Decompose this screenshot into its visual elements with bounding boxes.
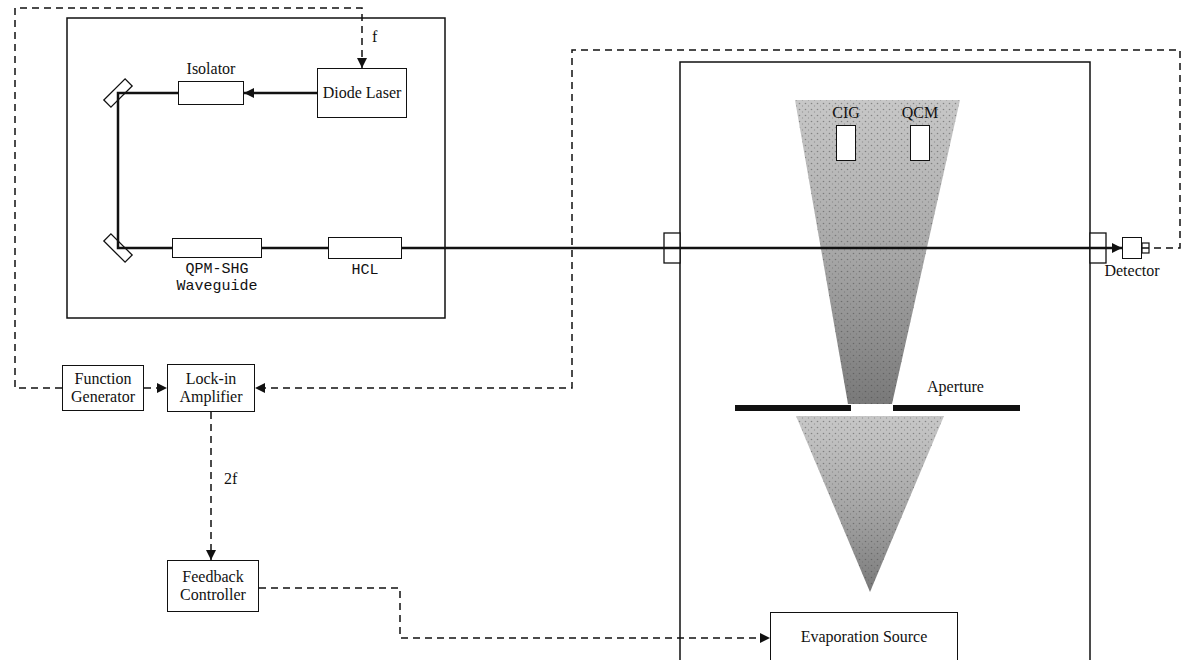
part-label: Aperture [925,378,986,396]
vapor-plume [795,100,960,404]
component-label: QPM-SHG Waveguide [167,261,267,296]
signal-line [15,8,362,388]
text-group: Function Generator [63,370,143,407]
component-box: Isolator [178,81,244,105]
component-label: QCM [902,104,938,122]
signal-line [144,387,167,389]
process-box: Feedback Controller [167,560,259,612]
process-box: Function Generator [62,365,144,411]
laser-beam [402,247,1122,250]
box-label: Evaporation Source [801,628,928,646]
aperture-plate [893,405,1020,411]
vapor-plume [796,416,944,592]
signal-frequency: f [370,28,379,46]
component-box: QCM [910,125,930,161]
component-label: HCL [351,262,378,279]
signal-line [259,588,770,638]
box-label: Feedback Controller [168,568,258,605]
text-group: Feedback Controller [168,568,258,605]
laser-enclosure [67,18,445,318]
component-box: CIG [836,125,856,161]
aperture-plate [735,405,851,411]
vapor-plume [796,416,944,592]
process-box: Evaporation Source [770,612,958,660]
signal-frequency: 2f [222,470,239,488]
process-box: Lock-in Amplifier [167,364,255,412]
vacuum-chamber [680,62,1090,660]
signal-line [210,412,212,560]
component-box: HCL [328,237,402,259]
laser-beam [244,92,317,95]
box-label: Diode Laser [323,84,402,102]
component-label: Detector [1104,262,1159,280]
component-box: Detector [1122,237,1142,259]
laser-beam [118,93,178,248]
text-group: Evaporation Source [801,628,928,646]
text-group: Lock-in Amplifier [168,370,254,407]
process-box: Diode Laser [317,68,407,118]
component-label: Isolator [187,60,236,78]
box-label: Lock-in Amplifier [168,370,254,407]
component-box: QPM-SHG Waveguide [172,238,262,258]
text-group: Diode Laser [323,84,402,102]
vapor-plume [795,100,960,404]
laser-beam [262,247,328,250]
component-label: CIG [832,104,860,122]
signal-line [255,50,1180,388]
box-label: Function Generator [63,370,143,407]
